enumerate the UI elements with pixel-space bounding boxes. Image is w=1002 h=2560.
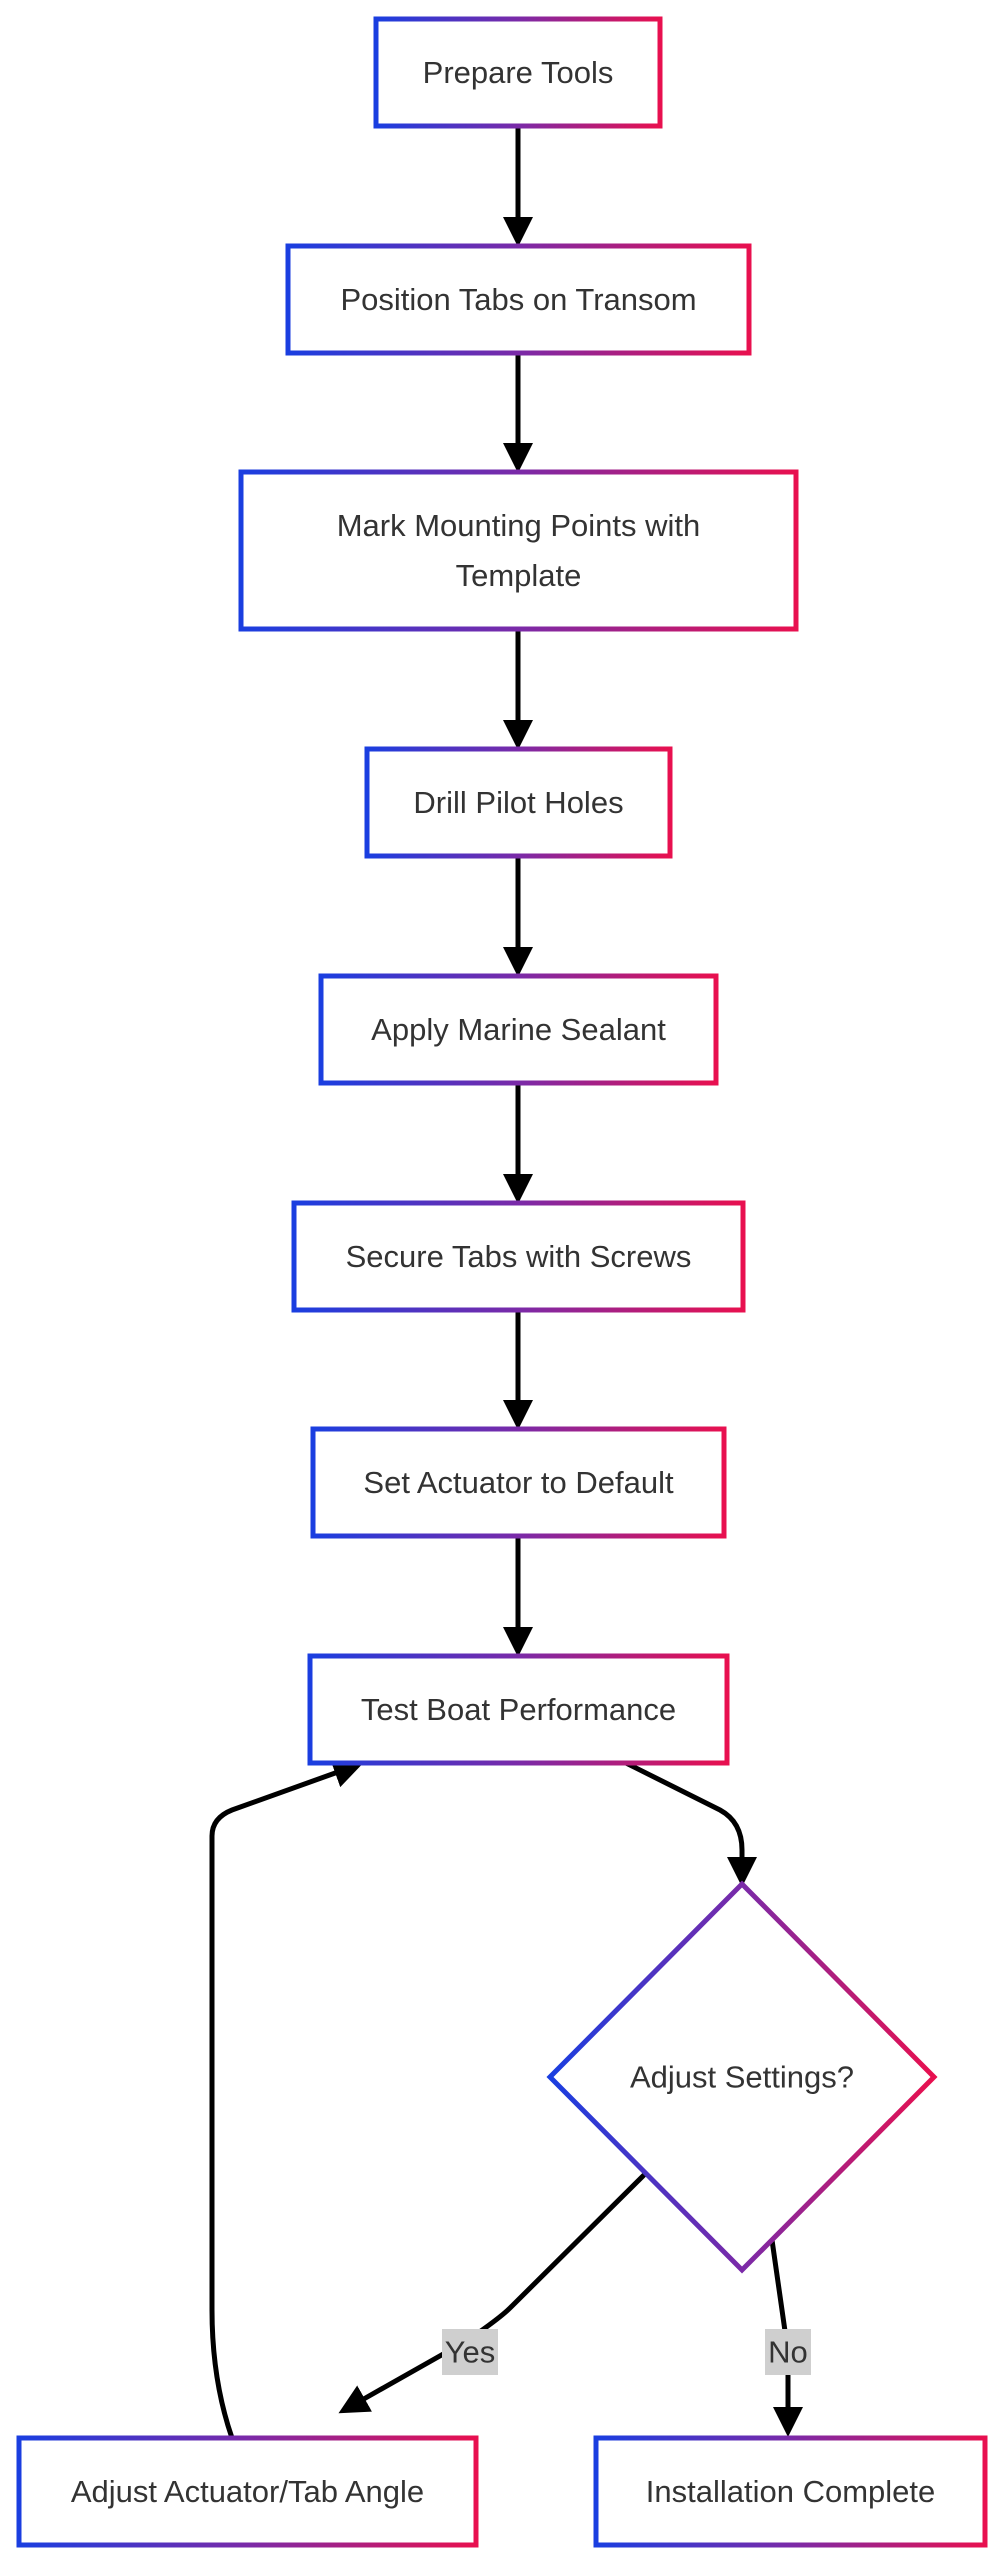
node-complete: Installation Complete — [593, 2435, 988, 2548]
process-box — [291, 1200, 746, 1313]
node-label: Drill Pilot Holes — [413, 785, 623, 820]
process-box — [318, 973, 719, 1086]
process-box — [16, 2435, 479, 2548]
process-box — [373, 16, 663, 129]
process-box — [364, 746, 673, 859]
process-box — [307, 1653, 730, 1766]
process-box — [285, 243, 752, 356]
node-label: Adjust Actuator/Tab Angle — [71, 2474, 424, 2509]
edge-adjust-to-test — [209, 1758, 364, 2439]
decision-diamond — [546, 1880, 938, 2274]
edge-label-text: Yes — [445, 2335, 496, 2370]
node-position: Position Tabs on Transom — [285, 243, 752, 356]
edge-decision-to-adjust — [338, 2171, 648, 2414]
node-adjust: Adjust Actuator/Tab Angle — [16, 2435, 479, 2548]
edge-label-text: No — [768, 2335, 808, 2370]
node-label: Adjust Settings? — [630, 2060, 854, 2095]
node-label: Set Actuator to Default — [363, 1465, 674, 1500]
node-label: Test Boat Performance — [361, 1692, 676, 1727]
node-secure: Secure Tabs with Screws — [291, 1200, 746, 1313]
node-actuator: Set Actuator to Default — [310, 1426, 727, 1539]
edge-label-background — [765, 2329, 811, 2375]
edge-test-to-decision — [624, 1760, 757, 1887]
edge-label-background — [442, 2329, 498, 2375]
node-label: Apply Marine Sealant — [371, 1012, 666, 1047]
node-label: Position Tabs on Transom — [340, 282, 696, 317]
edge-labels-layer: Yes No — [442, 2329, 811, 2375]
node-drill: Drill Pilot Holes — [364, 746, 673, 859]
edge-decision-to-complete — [769, 2239, 803, 2437]
edge-label-yes: Yes — [442, 2329, 498, 2375]
process-box — [238, 469, 799, 632]
node-label: Prepare Tools — [423, 55, 614, 90]
edge-label-no: No — [765, 2329, 811, 2375]
process-box — [310, 1426, 727, 1539]
node-test: Test Boat Performance — [307, 1653, 730, 1766]
node-label: Secure Tabs with Screws — [346, 1239, 692, 1274]
node-prepare: Prepare Tools — [373, 16, 663, 129]
node-decision: Adjust Settings? — [546, 1880, 938, 2274]
node-label: Mark Mounting Points with — [337, 508, 701, 543]
process-box — [593, 2435, 988, 2548]
node-label: Installation Complete — [646, 2474, 936, 2509]
node-label: Template — [456, 558, 582, 593]
node-sealant: Apply Marine Sealant — [318, 973, 719, 1086]
